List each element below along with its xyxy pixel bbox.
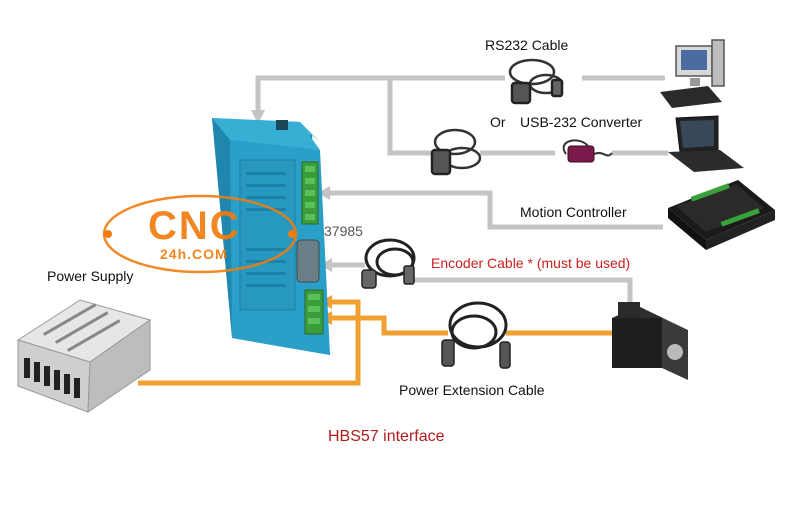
servo-motor-image [612, 302, 688, 380]
power-extension-cable-label: Power Extension Cable [399, 382, 545, 398]
watermark-number: 37985 [324, 223, 363, 239]
motor-power-wire [328, 315, 448, 336]
usb232-converter-image [562, 139, 613, 163]
arrows [251, 110, 332, 325]
supply-power-wire [138, 299, 361, 386]
cnc-watermark-logo [102, 194, 298, 274]
motion-arrow [318, 186, 330, 200]
rs232-arrow [251, 110, 265, 124]
power-extension-cable-image [441, 301, 511, 369]
driver-encoder-port [296, 239, 320, 283]
rs232-cable-image [508, 58, 564, 105]
usb232-converter-label: USB-232 Converter [520, 114, 643, 130]
encoder-cable-label: Encoder Cable * (must be used) [431, 255, 631, 271]
orange-wires [138, 299, 612, 386]
motion-controller-image [668, 180, 775, 250]
diagram-caption: HBS57 interface [328, 428, 445, 445]
power-supply-label: Power Supply [47, 268, 134, 284]
encoder-wire-right [410, 277, 633, 302]
rs232-branch-wire [387, 78, 432, 156]
rs232-cable-label: RS232 Cable [485, 37, 569, 53]
encoder-cable-image [361, 238, 416, 289]
rs232-wire [255, 75, 505, 112]
motion-wire [327, 190, 663, 230]
driver-top-connector [276, 120, 288, 130]
logo-text-big: CNC [148, 204, 241, 248]
motion-controller-label: Motion Controller [520, 204, 627, 220]
driver-heatsink [239, 159, 296, 311]
gray-wires [255, 75, 668, 302]
logo-text-small: 24h.COM [160, 246, 228, 262]
hbs57-driver [212, 118, 330, 355]
or-label: Or [490, 114, 506, 130]
serial-cable-image [430, 128, 482, 176]
laptop-image [668, 115, 744, 172]
power-supply-image [16, 299, 152, 413]
encoder-arrow [320, 258, 332, 272]
desktop-pc-image [660, 39, 725, 108]
